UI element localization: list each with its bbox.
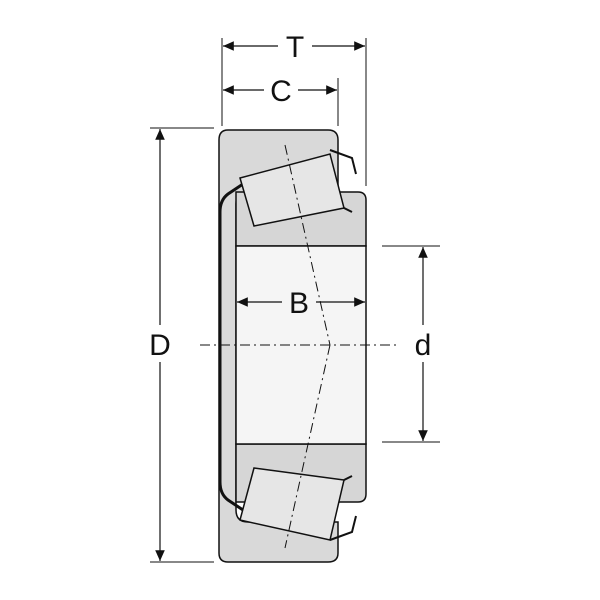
- roller-axis-top: [284, 144, 331, 346]
- dimension-d-bore: d: [415, 247, 432, 441]
- cage: [218, 180, 247, 514]
- dimension-c-label: C: [270, 75, 292, 108]
- dimension-c: C: [223, 75, 337, 108]
- roller-axis-bottom: [284, 344, 331, 549]
- dimension-b: B: [237, 287, 365, 320]
- dimension-d-outer-label: D: [149, 329, 171, 362]
- bottom-roller-cage-bar: [329, 475, 357, 541]
- top-roller: [239, 149, 357, 227]
- bottom-roller: [239, 467, 357, 541]
- top-roller-cage-bar: [329, 149, 357, 213]
- dimension-b-label: B: [289, 287, 309, 320]
- inner-ring: [235, 191, 367, 503]
- dimension-t-label: T: [286, 31, 304, 64]
- dimension-t: T: [223, 31, 365, 64]
- dimension-d-bore-label: d: [415, 329, 432, 362]
- dimension-d-outer: D: [149, 129, 171, 561]
- extension-lines: [150, 38, 440, 563]
- center-lines: [200, 144, 400, 549]
